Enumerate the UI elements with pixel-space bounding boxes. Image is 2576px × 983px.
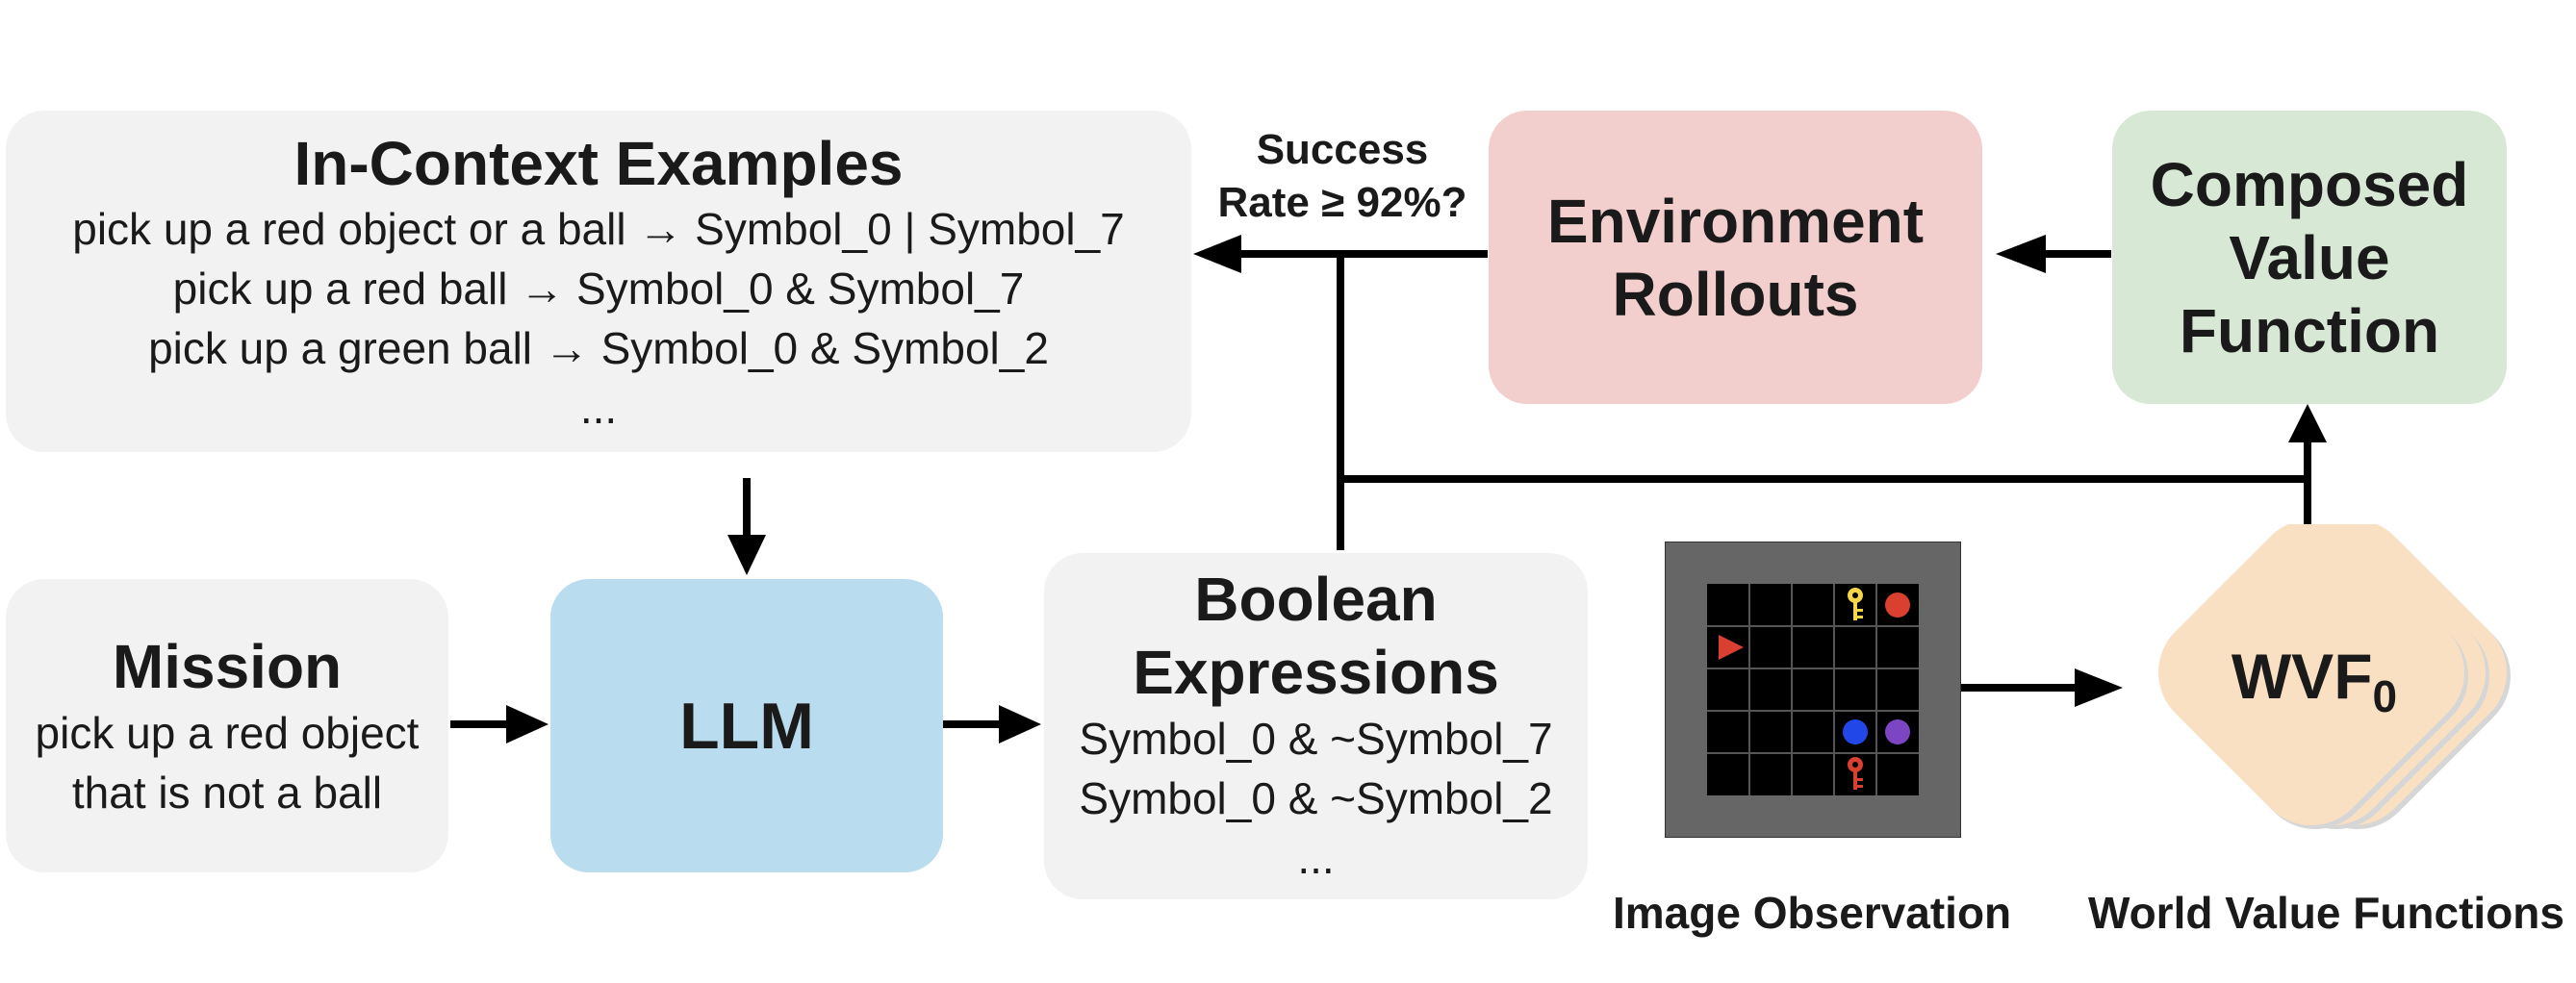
boolean-ellipsis: ... (1297, 833, 1335, 883)
ic-to-llm-arrowhead (727, 535, 766, 575)
purple-ball-icon (1885, 719, 1910, 744)
success-label-line: Success (1256, 126, 1429, 173)
composed-value-function-box: Composed Value Function (2112, 111, 2507, 404)
wvf-stack (2158, 524, 2511, 829)
agent-triangle-icon (1719, 635, 1744, 660)
wvf-label-text: WVF (2231, 641, 2373, 712)
success-label-line: Rate ≥ 92%? (1217, 179, 1467, 226)
in-context-ellipsis: ... (579, 383, 618, 433)
boolean-title: Boolean (1194, 565, 1438, 634)
boolean-title: Expressions (1133, 638, 1499, 707)
mission-text: that is not a ball (71, 767, 383, 818)
boolean-expression-line: Symbol_0 & ~Symbol_7 (1079, 714, 1553, 764)
in-context-example-line: pick up a green ball → Symbol_0 & Symbol… (148, 323, 1049, 373)
red-ball-icon (1885, 592, 1910, 618)
in-context-examples-box: In-Context Examples pick up a red object… (6, 111, 1191, 452)
composed-to-env-arrowhead (1996, 235, 2046, 273)
environment-label: Rollouts (1612, 259, 1859, 329)
feedback-arrowhead (1193, 235, 1241, 273)
boolean-expression-line: Symbol_0 & ~Symbol_2 (1079, 773, 1553, 823)
world-value-functions-caption: World Value Functions (2088, 888, 2564, 938)
yellow-key-icon (1848, 588, 1863, 620)
composed-label: Function (2179, 295, 2440, 365)
success-rate-label: Success Rate ≥ 92%? (1203, 123, 1482, 229)
mission-to-llm-arrowhead (506, 705, 548, 744)
composed-label: Composed (2150, 149, 2469, 219)
boolean-expressions-box: Boolean Expressions Symbol_0 & ~Symbol_7… (1044, 553, 1588, 899)
observation-grid-lines (1707, 584, 1919, 795)
red-key-icon (1848, 757, 1863, 790)
image-observation-caption: Image Observation (1613, 888, 2012, 938)
llm-label: LLM (679, 689, 814, 763)
llm-box: LLM (550, 579, 943, 872)
environment-label: Environment (1546, 186, 1925, 256)
wvf-label-subscript: 0 (2372, 671, 2398, 722)
wvf-up-arrowhead (2288, 404, 2327, 442)
wvf-card-front (2158, 524, 2464, 825)
composed-label: Value (2229, 222, 2390, 292)
blue-ball-icon (1843, 719, 1868, 744)
image-observation (1665, 542, 1961, 838)
mission-text: pick up a red object (35, 707, 420, 758)
in-context-example-line: pick up a red ball → Symbol_0 & Symbol_7 (172, 264, 1025, 314)
llm-to-boolean-arrowhead (999, 705, 1041, 744)
mission-title: Mission (112, 631, 343, 701)
in-context-title: In-Context Examples (293, 129, 904, 198)
wvf-label: WVF0 (2204, 640, 2425, 722)
in-context-example-line: pick up a red object or a ball → Symbol_… (72, 204, 1125, 254)
environment-rollouts-box: Environment Rollouts (1489, 111, 1982, 404)
mission-box: Mission pick up a red object that is not… (6, 579, 448, 872)
observation-grid-bg (1707, 584, 1919, 795)
obs-to-wvf-arrowhead (2075, 668, 2123, 707)
